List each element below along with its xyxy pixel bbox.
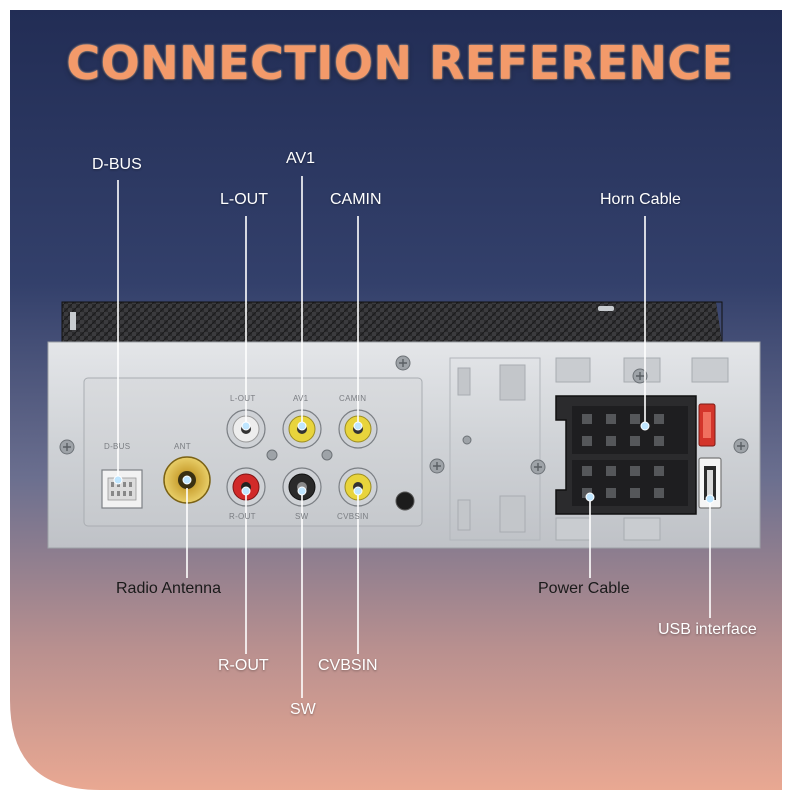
label-rout: R-OUT [218,657,269,674]
label-dbus: D-BUS [92,156,142,173]
stamp-av1: AV1 [293,394,309,403]
label-usb-interface: USB interface [658,621,757,638]
connection-dots [113,421,715,504]
stamp-lout: L-OUT [230,394,256,403]
dbus-port [101,469,143,509]
radio-housing-top [61,301,723,343]
stamp-rout: R-OUT [229,512,256,521]
stamp-sw: SW [295,512,309,521]
label-power-cable: Power Cable [538,580,630,597]
page-title: CONNECTION REFERENCE [66,36,734,90]
label-horn-cable: Horn Cable [600,191,681,208]
iso-power-horn-connector [555,395,716,515]
label-av1: AV1 [286,150,316,167]
stamp-camin: CAMIN [339,394,367,403]
label-cvbsin: CVBSIN [318,657,378,674]
label-sw: SW [290,701,316,718]
stamp-ant: ANT [174,442,191,451]
label-lout: L-OUT [220,191,268,208]
stamp-dbus: D-BUS [104,442,131,451]
mic-jack [395,491,415,511]
leader-lines [117,176,711,698]
stamp-cvbsin: CVBSIN [337,512,369,521]
label-camin: CAMIN [330,191,382,208]
label-radio-antenna: Radio Antenna [116,580,221,597]
